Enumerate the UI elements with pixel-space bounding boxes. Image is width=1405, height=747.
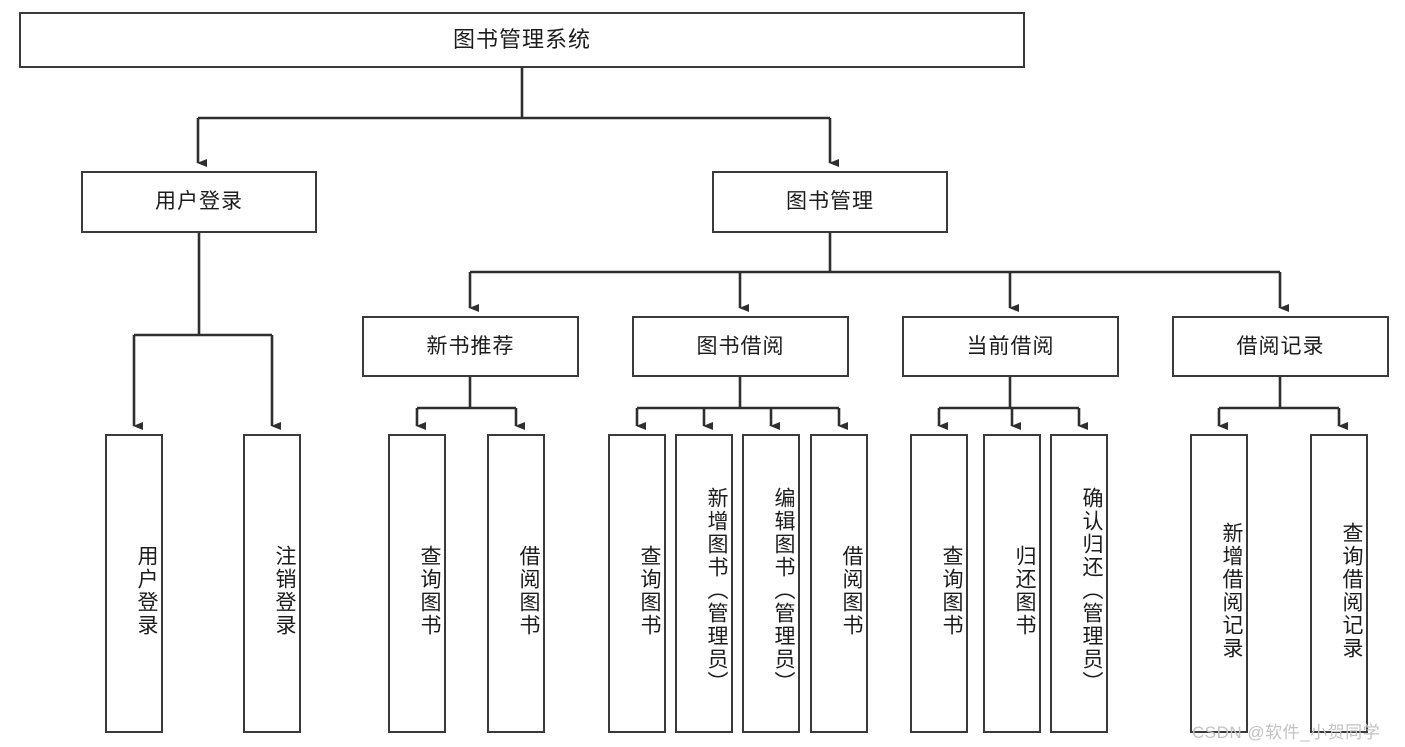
leaf-edit-book-admin[interactable]: 编辑图书（管理员） [742, 434, 800, 733]
leaf-query-book-recommend[interactable]: 查询图书 [388, 434, 446, 733]
leaf-query-book-current[interactable]: 查询图书 [910, 434, 968, 733]
leaf-borrow-book[interactable]: 借阅图书 [810, 434, 868, 733]
leaf-logout[interactable]: 注销登录 [243, 434, 301, 733]
csdn-watermark: CSDN @软件_小贺同学 [1192, 723, 1381, 742]
leaf-borrow-book-recommend[interactable]: 借阅图书 [487, 434, 545, 733]
leaf-add-book-admin[interactable]: 新增图书（管理员） [675, 434, 733, 733]
leaf-query-borrow-record[interactable]: 查询借阅记录 [1310, 434, 1368, 733]
node-root[interactable]: 图书管理系统 [19, 12, 1025, 68]
node-new-book-recommend[interactable]: 新书推荐 [362, 316, 579, 377]
node-user-login[interactable]: 用户登录 [81, 171, 317, 233]
node-book-manage[interactable]: 图书管理 [712, 171, 948, 233]
node-borrow-record[interactable]: 借阅记录 [1172, 316, 1389, 377]
leaf-add-borrow-record[interactable]: 新增借阅记录 [1190, 434, 1248, 733]
leaf-user-login[interactable]: 用户登录 [105, 434, 163, 733]
leaf-return-book[interactable]: 归还图书 [983, 434, 1041, 733]
node-book-borrow[interactable]: 图书借阅 [632, 316, 849, 377]
node-current-borrow[interactable]: 当前借阅 [902, 316, 1119, 377]
leaf-confirm-return-admin[interactable]: 确认归还（管理员） [1050, 434, 1108, 733]
leaf-query-book-borrow[interactable]: 查询图书 [608, 434, 666, 733]
